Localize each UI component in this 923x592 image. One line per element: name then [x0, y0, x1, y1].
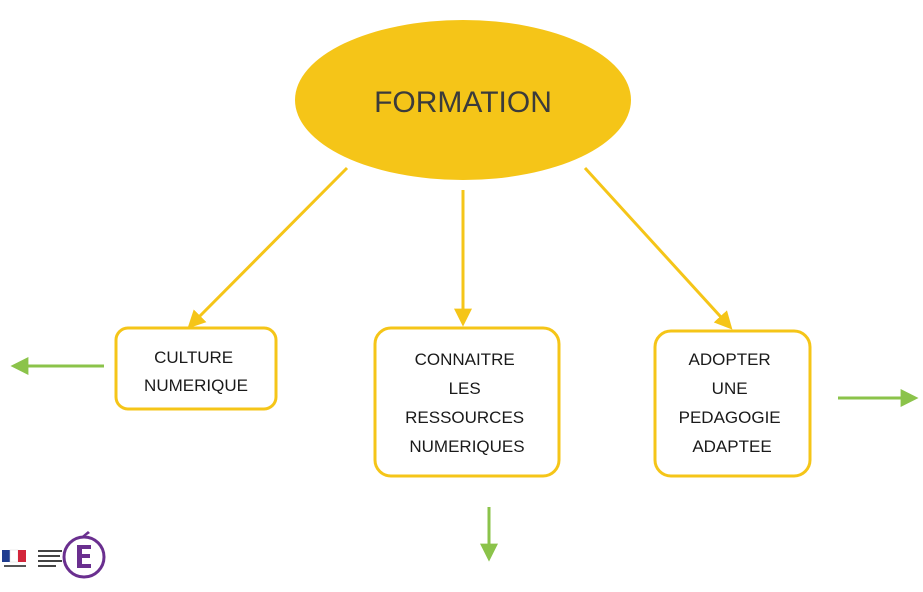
node-culture-line: CULTURE: [154, 348, 233, 367]
node-ressources-line: NUMERIQUES: [409, 437, 524, 456]
logo-text-lines: [38, 550, 62, 552]
node-ressources-line: CONNAITRE: [415, 350, 515, 369]
node-culture-box: [114, 326, 278, 411]
node-pedagogie-line: ADOPTER: [689, 350, 771, 369]
root-label: FORMATION: [374, 86, 552, 119]
arrow-root-to-culture: [187, 166, 349, 329]
node-pedagogie-line: UNE: [712, 379, 748, 398]
node-culture-line: NUMERIQUE: [144, 376, 248, 395]
logo-motto-lines: [4, 565, 26, 567]
node-pedagogie-box: [653, 329, 812, 478]
flag-red-stripe: [18, 550, 26, 562]
arrow-root-to-pedagogie: [583, 166, 733, 330]
node-ressources-line: RESSOURCES: [405, 408, 524, 427]
ministere-logo: [2, 531, 106, 579]
node-pedagogie-label: ADOPTER UNE PEDAGOGIE ADAPTEE: [679, 350, 786, 456]
node-ressources-line: LES: [449, 379, 481, 398]
node-ressources-label: CONNAITRE LES RESSOURCES NUMERIQUES: [405, 350, 529, 456]
root-node: [295, 20, 631, 180]
node-ressources-box: [373, 326, 561, 478]
flag-white-stripe: [9, 549, 19, 563]
node-pedagogie-line: ADAPTEE: [692, 437, 771, 456]
node-pedagogie-line: PEDAGOGIE: [679, 408, 781, 427]
node-culture-label: CULTURE NUMERIQUE: [144, 348, 248, 395]
flag-blue-stripe: [2, 550, 10, 562]
